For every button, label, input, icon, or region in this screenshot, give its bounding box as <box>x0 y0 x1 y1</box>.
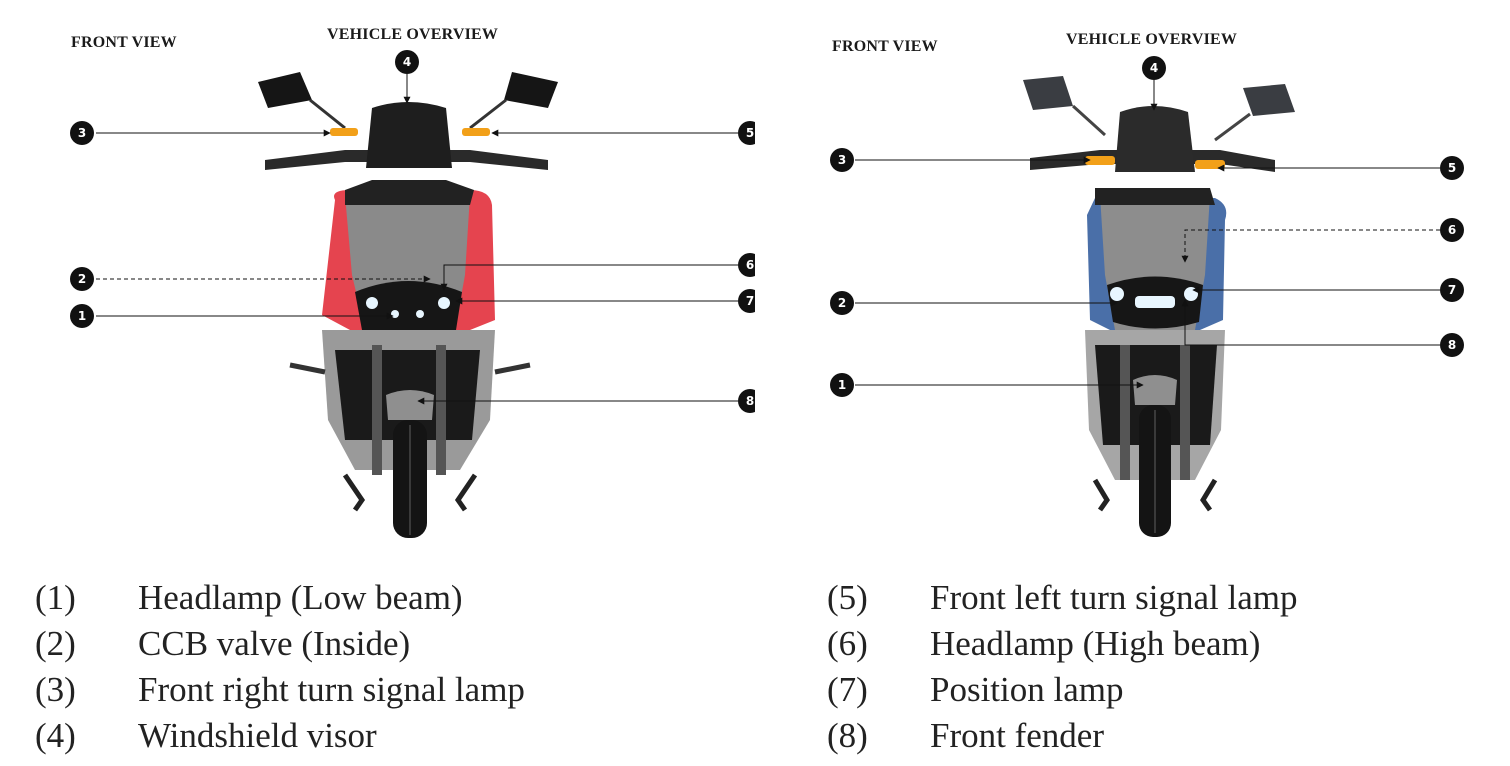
svg-text:3: 3 <box>838 153 846 167</box>
right-mirror <box>504 72 558 108</box>
legend-number: (5) <box>827 578 868 617</box>
legend-number: (8) <box>827 716 868 755</box>
callout-7: 7 <box>1440 278 1464 302</box>
svg-text:5: 5 <box>746 126 754 140</box>
callout-5: 5 <box>1440 156 1464 180</box>
svg-text:4: 4 <box>1150 61 1158 75</box>
svg-text:8: 8 <box>746 394 754 408</box>
legend-number: (4) <box>35 716 76 755</box>
callout-8: 8 <box>1440 333 1464 357</box>
legend-number: (6) <box>827 624 868 663</box>
legend-item: (3) Front right turn signal lamp <box>35 667 525 713</box>
legend-item: (6) Headlamp (High beam) <box>827 621 1297 667</box>
right-turn-signal <box>1085 156 1115 165</box>
callout-6: 6 <box>738 253 755 277</box>
svg-text:6: 6 <box>746 258 754 272</box>
front-fender <box>1133 375 1177 405</box>
legend-label: Headlamp (High beam) <box>930 624 1261 663</box>
vehicle-overview-heading: VEHICLE OVERVIEW <box>327 26 499 43</box>
legend-number: (7) <box>827 670 868 709</box>
legend-number: (2) <box>35 624 76 663</box>
left-turn-signal <box>462 128 490 136</box>
svg-text:8: 8 <box>1448 338 1456 352</box>
legend-left: (1) Headlamp (Low beam) (2) CCB valve (Ins… <box>35 575 525 759</box>
vehicle-overview-heading: VEHICLE OVERVIEW <box>1066 31 1238 48</box>
callout-2: 2 <box>830 291 854 315</box>
scooter-diagram-red: 1 2 3 4 5 6 7 8 <box>70 50 755 538</box>
svg-text:4: 4 <box>403 55 411 69</box>
callout-8: 8 <box>738 389 755 413</box>
right-mirror <box>1243 84 1295 116</box>
legend-number: (3) <box>35 670 76 709</box>
svg-text:2: 2 <box>78 272 86 286</box>
scooter-diagram-blue: 1 2 3 4 5 6 7 8 <box>830 56 1464 537</box>
legend-item: (7) Position lamp <box>827 667 1297 713</box>
front-fender <box>386 390 434 420</box>
legend-item: (4) Windshield visor <box>35 713 525 759</box>
right-turn-signal <box>330 128 358 136</box>
windshield-visor <box>1115 106 1195 172</box>
callout-6: 6 <box>1440 218 1464 242</box>
legend-item: (5) Front left turn signal lamp <box>827 575 1297 621</box>
callout-4: 4 <box>395 50 419 74</box>
callout-3: 3 <box>830 148 854 172</box>
front-view-panel-blue: FRONT VIEW VEHICLE OVERVIEW <box>755 0 1510 545</box>
svg-text:6: 6 <box>1448 223 1456 237</box>
svg-text:1: 1 <box>78 309 86 323</box>
legend-label: Headlamp (Low beam) <box>138 578 463 617</box>
svg-text:5: 5 <box>1448 161 1456 175</box>
legend-label: Front fender <box>930 716 1104 755</box>
callout-1: 1 <box>830 373 854 397</box>
left-mirror <box>258 72 312 108</box>
callout-7: 7 <box>738 289 755 313</box>
svg-text:7: 7 <box>1448 283 1456 297</box>
front-view-heading: FRONT VIEW <box>71 34 177 51</box>
callout-lines <box>96 74 738 405</box>
legend-label: Windshield visor <box>138 716 377 755</box>
headlamp-cluster <box>355 281 462 338</box>
front-view-panel-red: FRONT VIEW VEHICLE OVERVIEW <box>0 0 755 545</box>
legend-label: Position lamp <box>930 670 1124 709</box>
svg-text:7: 7 <box>746 294 754 308</box>
callout-2: 2 <box>70 267 94 291</box>
left-mirror <box>1023 76 1073 110</box>
legend-label: Front left turn signal lamp <box>930 578 1298 617</box>
callout-4: 4 <box>1142 56 1166 80</box>
legend-item: (8) Front fender <box>827 713 1297 759</box>
legend-item: (1) Headlamp (Low beam) <box>35 575 525 621</box>
legend-label: CCB valve (Inside) <box>138 624 411 663</box>
legend-item: (2) CCB valve (Inside) <box>35 621 525 667</box>
svg-text:3: 3 <box>78 126 86 140</box>
svg-text:2: 2 <box>838 296 846 310</box>
svg-text:1: 1 <box>838 378 846 392</box>
callout-5: 5 <box>738 121 755 145</box>
legend-label: Front right turn signal lamp <box>138 670 525 709</box>
callout-lines <box>855 80 1440 389</box>
windshield-visor <box>366 102 452 168</box>
front-view-heading: FRONT VIEW <box>832 38 938 55</box>
callout-3: 3 <box>70 121 94 145</box>
legend-number: (1) <box>35 578 76 617</box>
callout-1: 1 <box>70 304 94 328</box>
legend-right: (5) Front left turn signal lamp (6) Headla… <box>827 575 1297 759</box>
scooter-illustration <box>258 72 558 538</box>
scooter-illustration <box>1023 76 1295 537</box>
